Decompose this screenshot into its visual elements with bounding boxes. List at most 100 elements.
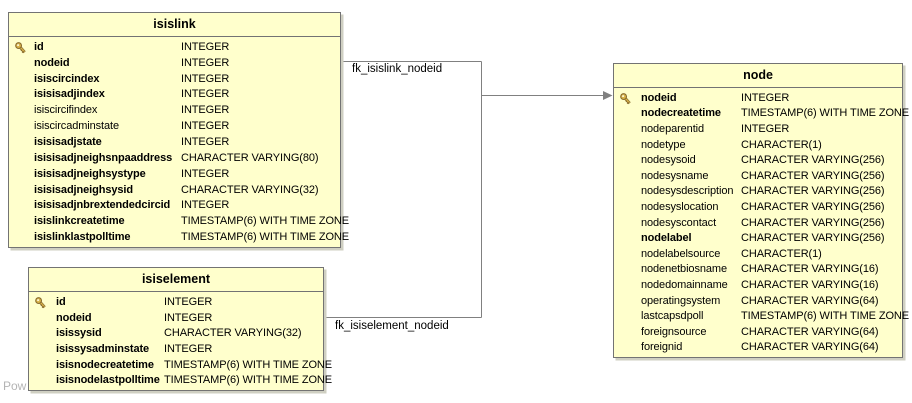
table-column-list: id INTEGER nodeid INTEGER isissysid CHAR… [29, 292, 332, 390]
column-name: isiscircifindex [34, 104, 98, 117]
column-name: isisisadjneighsystype [34, 167, 146, 180]
watermark-text: Pow [3, 379, 27, 393]
table-column-row: isislinkcreatetime TIMESTAMP(6) WITH TIM… [9, 213, 349, 229]
column-name: nodesysname [641, 169, 709, 182]
table-title: node [614, 64, 902, 88]
column-name: foreignsource [641, 325, 707, 338]
table-column-row: isiscircifindex INTEGER [9, 102, 340, 118]
column-name: isisisadjneighsysid [34, 183, 133, 196]
table-column-row: isisisadjneighsysid CHARACTER VARYING(32… [9, 182, 340, 198]
table-column-row: isissysid CHARACTER VARYING(32) [29, 325, 323, 341]
column-name: isislinklastpolltime [34, 231, 131, 244]
column-type: CHARACTER(1) [741, 138, 822, 151]
table-column-row: nodetype CHARACTER(1) [614, 137, 902, 153]
column-name: isissysadminstate [56, 342, 150, 355]
column-type: TIMESTAMP(6) WITH TIME ZONE [741, 107, 909, 120]
column-type: INTEGER [741, 91, 790, 104]
column-type: CHARACTER VARYING(16) [741, 263, 879, 276]
table-column-row: isissysadminstate INTEGER [29, 341, 323, 357]
entity-table-isiselement[interactable]: isiselement id INTEGER nodeid INTEGER is… [28, 267, 332, 391]
column-name: isisisadjindex [34, 88, 105, 101]
column-type: TIMESTAMP(6) WITH TIME ZONE [181, 215, 349, 228]
column-name: nodedomainname [641, 278, 728, 291]
column-name: nodesysoid [641, 154, 696, 167]
column-name: nodenetbiosname [641, 263, 727, 276]
table-column-row: id INTEGER [9, 39, 340, 55]
table-column-row: nodenetbiosname CHARACTER VARYING(16) [614, 262, 902, 278]
column-name: nodecreatetime [641, 107, 721, 120]
relationship-label-fk-isislink-nodeid: fk_isislink_nodeid [352, 63, 443, 75]
table-column-row: isiscircindex INTEGER [9, 71, 340, 87]
column-name: nodeid [34, 56, 70, 69]
column-name: nodesysdescription [641, 185, 734, 198]
table-title: isislink [9, 13, 340, 37]
table-title: isiselement [29, 268, 323, 292]
table-column-row: id INTEGER [29, 294, 323, 310]
table-column-row: isiscircadminstate INTEGER [9, 118, 340, 134]
table-column-list: nodeid INTEGER nodecreatetime TIMESTAMP(… [614, 88, 909, 357]
column-type: INTEGER [181, 135, 230, 148]
table-column-row: isisnodecreatetime TIMESTAMP(6) WITH TIM… [29, 357, 332, 373]
column-type: CHARACTER VARYING(64) [741, 341, 879, 354]
column-type: INTEGER [741, 122, 790, 135]
column-name: isisisadjnbrextendedcircid [34, 199, 171, 212]
column-name: nodelabelsource [641, 247, 721, 260]
column-name: nodesyslocation [641, 200, 719, 213]
column-type: TIMESTAMP(6) WITH TIME ZONE [181, 231, 349, 244]
table-column-row: nodelabelsource CHARACTER(1) [614, 246, 902, 262]
column-name: isislinkcreatetime [34, 215, 125, 228]
column-name: isisisadjneighsnpaaddress [34, 151, 173, 164]
table-column-row: isisisadjneighsystype INTEGER [9, 166, 340, 182]
column-name: operatingsystem [641, 294, 721, 307]
table-column-row: nodeparentid INTEGER [614, 121, 902, 137]
column-type: CHARACTER(1) [741, 247, 822, 260]
column-type: TIMESTAMP(6) WITH TIME ZONE [741, 310, 909, 323]
table-column-row: foreignid CHARACTER VARYING(64) [614, 340, 902, 356]
table-column-row: nodesyslocation CHARACTER VARYING(256) [614, 199, 902, 215]
column-type: INTEGER [164, 342, 213, 355]
column-type: CHARACTER VARYING(256) [741, 169, 885, 182]
primary-key-icon [15, 41, 26, 54]
column-name: nodelabel [641, 232, 692, 245]
column-name: lastcapsdpoll [641, 310, 704, 323]
column-name: id [34, 40, 44, 53]
column-name: nodeparentid [641, 122, 705, 135]
table-column-row: nodesysdescription CHARACTER VARYING(256… [614, 184, 902, 200]
column-name: isisisadjstate [34, 135, 102, 148]
relationship-label-fk-isiselement-nodeid: fk_isiselement_nodeid [335, 320, 449, 332]
entity-table-isislink[interactable]: isislink id INTEGER nodeid INTEGER isisc… [8, 12, 349, 248]
column-type: INTEGER [181, 72, 230, 85]
column-type: CHARACTER VARYING(64) [741, 325, 879, 338]
primary-key-icon [620, 92, 631, 104]
table-column-row: nodesysoid CHARACTER VARYING(256) [614, 152, 902, 168]
column-type: CHARACTER VARYING(256) [741, 232, 885, 245]
table-column-row: nodeid INTEGER [614, 90, 902, 106]
column-name: isisnodecreatetime [56, 358, 154, 371]
table-column-row: isisnodelastpolltime TIMESTAMP(6) WITH T… [29, 372, 332, 388]
column-type: CHARACTER VARYING(256) [741, 216, 885, 229]
table-column-row: isisisadjnbrextendedcircid INTEGER [9, 197, 340, 213]
column-name: nodesyscontact [641, 216, 717, 229]
table-column-row: nodelabel CHARACTER VARYING(256) [614, 230, 902, 246]
column-type: CHARACTER VARYING(256) [741, 185, 885, 198]
entity-table-node[interactable]: node nodeid INTEGER nodecreatetime TIMES… [613, 63, 909, 358]
table-column-row: isisisadjstate INTEGER [9, 134, 340, 150]
column-type: CHARACTER VARYING(80) [181, 151, 319, 164]
table-column-row: isisisadjneighsnpaaddress CHARACTER VARY… [9, 150, 340, 166]
table-column-row: nodesyscontact CHARACTER VARYING(256) [614, 215, 902, 231]
column-type: TIMESTAMP(6) WITH TIME ZONE [164, 358, 332, 371]
column-type: INTEGER [181, 199, 230, 212]
table-column-row: isislinklastpolltime TIMESTAMP(6) WITH T… [9, 229, 349, 245]
column-name: id [56, 295, 66, 308]
column-type: CHARACTER VARYING(32) [181, 183, 319, 196]
column-type: INTEGER [181, 40, 230, 53]
table-column-row: operatingsystem CHARACTER VARYING(64) [614, 293, 902, 309]
column-name: nodeid [641, 91, 677, 104]
column-name: isiscircadminstate [34, 120, 120, 133]
column-name: nodeid [56, 311, 92, 324]
column-type: CHARACTER VARYING(64) [741, 294, 879, 307]
column-name: isissysid [56, 327, 102, 340]
column-type: INTEGER [181, 167, 230, 180]
